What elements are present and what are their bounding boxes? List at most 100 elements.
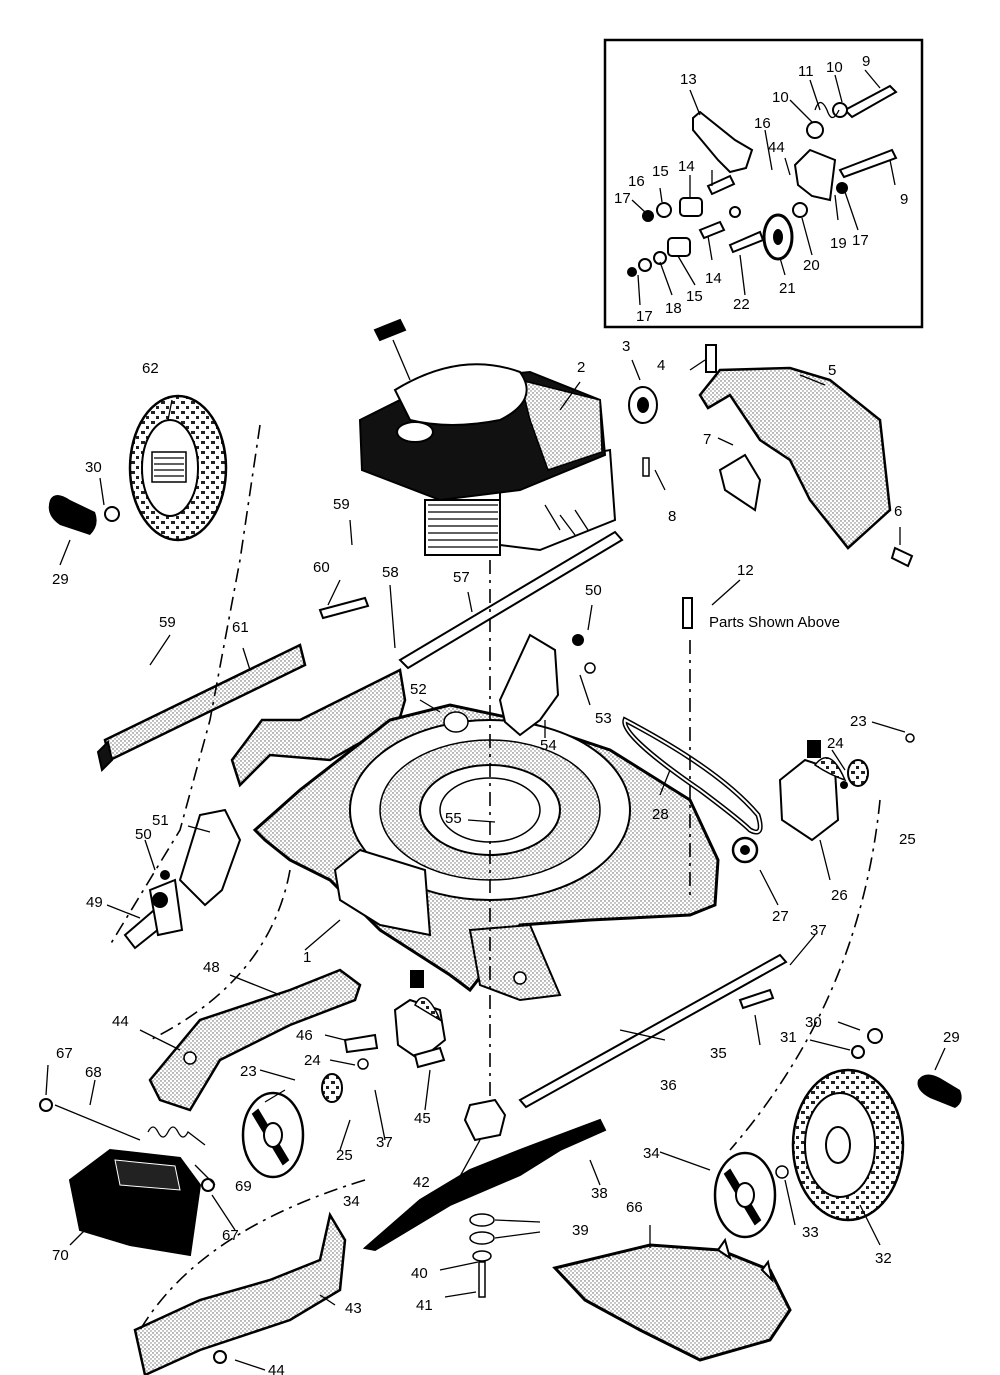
callout-label: 25 [899,831,916,848]
pulley [628,386,658,477]
callout-label: 67 [222,1227,239,1244]
callout-label: 4 [657,357,665,374]
callout-label: 17 [852,232,869,249]
callout-label: 52 [410,681,427,698]
callout-label: 39 [572,1222,589,1239]
callout-label: 34 [343,1193,360,1210]
parts-shown-above-note: Parts Shown Above [709,614,840,631]
callout-label: 66 [626,1199,643,1216]
front-wheel-bracket [321,970,447,1103]
callout-label: 45 [414,1110,431,1127]
callout-label: 57 [453,569,470,586]
callout-label: 67 [56,1045,73,1062]
mulch-plug [552,1243,792,1362]
callout-label: 9 [862,53,870,70]
callout-label: 3 [622,338,630,355]
callout-label: 34 [643,1145,660,1162]
callout-label: 59 [333,496,350,513]
callout-label: 37 [810,922,827,939]
callout-label: 22 [733,296,750,313]
callout-label: 20 [803,257,820,274]
callout-label: 31 [780,1029,797,1046]
callout-label: 11 [798,63,814,80]
callout-label: 5 [828,362,836,379]
blade-assembly [362,1098,607,1298]
callout-label: 55 [445,810,462,827]
callout-label: 23 [240,1063,257,1080]
inset-callouts: 13 11 10 9 10 16 44 15 14 16 17 9 19 17 … [614,53,908,325]
callout-label: 6 [894,503,902,520]
callout-label: 8 [668,508,676,525]
callout-label: 48 [203,959,220,976]
callout-label: 33 [802,1224,819,1241]
engine [358,318,617,556]
callout-label: 46 [296,1027,313,1044]
callout-label: 23 [850,713,867,730]
rear-shaft [398,530,624,670]
mower-deck [252,703,720,1002]
front-axle [518,953,788,1109]
callout-label: 53 [595,710,612,727]
callout-label: 44 [768,139,785,156]
callout-label: 29 [52,571,69,588]
callout-label: 35 [710,1045,727,1062]
callout-label: 10 [826,59,843,76]
height-bracket-rear-right [498,633,560,737]
callout-label: 41 [416,1297,433,1314]
transmission [731,733,915,864]
callout-label: 12 [737,562,754,579]
callout-label: 37 [376,1134,393,1151]
callout-label: 50 [135,826,152,843]
control-bracket [718,453,762,512]
callout-label: 15 [652,163,669,180]
callout-label: 13 [680,71,697,88]
bolts [682,344,914,629]
callout-label: 19 [830,235,847,252]
callout-label: 9 [900,191,908,208]
callout-label: 60 [313,559,330,576]
callout-label: 59 [159,614,176,631]
callout-label: 70 [52,1247,69,1264]
callout-label: 16 [628,173,645,190]
callout-label: 2 [577,359,585,376]
callout-label: 18 [665,300,682,317]
callout-label: 69 [235,1178,252,1195]
callout-label: 1 [303,949,311,966]
callout-label: 42 [413,1174,430,1191]
hubcap-front-left [241,1091,305,1179]
callout-label: 14 [705,270,722,287]
callout-label: 25 [336,1147,353,1164]
callout-label: 28 [652,806,669,823]
callout-label: 58 [382,564,399,581]
callout-label: 32 [875,1250,892,1267]
callout-label: 49 [86,894,103,911]
callout-label: 24 [827,735,844,752]
hubcap-front-right [713,1151,777,1239]
callout-label: 17 [614,190,631,207]
hubcap-left [48,495,97,535]
callout-label: 54 [540,737,557,754]
callout-label: 21 [779,280,796,297]
rear-wheel-left [128,394,228,542]
front-skirt-left [148,968,362,1112]
callout-label: 38 [591,1185,608,1202]
callout-label: 62 [142,360,159,377]
hubcap-right [917,1074,962,1108]
callout-label: 43 [345,1300,362,1317]
main-callouts: 2 3 4 5 62 30 29 7 8 6 59 60 58 57 50 12… [52,338,960,1375]
front-wheel-right [791,1068,905,1222]
callout-label: 68 [85,1064,102,1081]
callout-label: 44 [268,1362,285,1375]
callout-label: 17 [636,308,653,325]
leader-lines [45,359,946,1371]
belt-cover [698,366,892,550]
guide-lines [109,424,881,1331]
callout-label: 44 [112,1013,129,1030]
front-skirt [133,1211,347,1375]
height-bracket-rear-left [178,808,242,907]
callout-label: 30 [85,459,102,476]
callout-label: 30 [805,1014,822,1031]
callout-label: 24 [304,1052,321,1069]
callout-label: 50 [585,582,602,599]
